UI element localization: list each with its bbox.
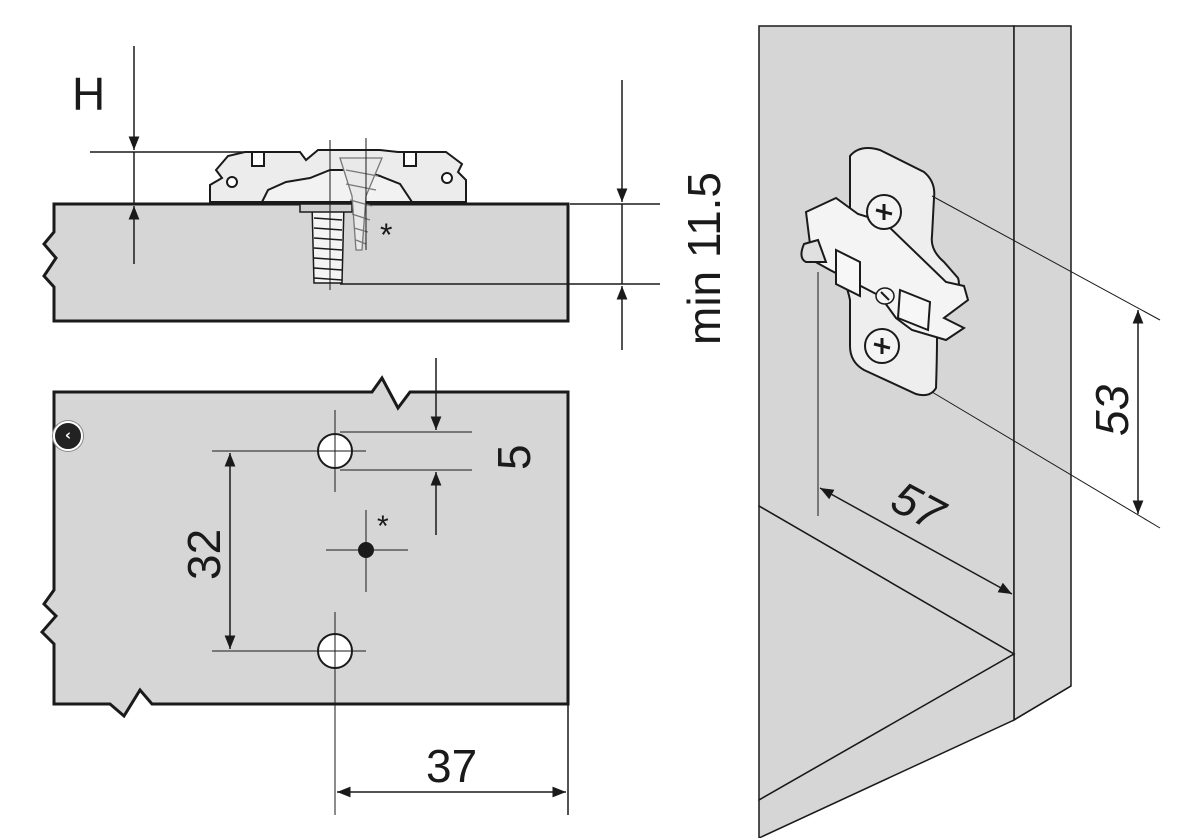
cabinet-front-edge bbox=[1013, 25, 1072, 722]
isometric-cabinet-view: 53 57 bbox=[758, 25, 1161, 838]
spacing-32-label: 32 bbox=[178, 529, 230, 580]
dowel-section bbox=[299, 203, 353, 284]
mounting-plate-3d bbox=[800, 147, 970, 397]
plan-panel-board bbox=[39, 375, 570, 719]
adjust-cam bbox=[875, 287, 895, 305]
min-depth-label: min 11.5 bbox=[678, 172, 730, 345]
mounting-plate-profile bbox=[209, 149, 467, 203]
screw-head-bottom bbox=[864, 328, 900, 364]
distance-37-label: 37 bbox=[426, 740, 477, 792]
side-section-view: H min 11.5 * bbox=[42, 46, 730, 350]
height-53-label: 53 bbox=[1086, 384, 1138, 436]
side-panel-board bbox=[42, 202, 570, 323]
carousel-prev-button[interactable]: ‹ bbox=[53, 421, 83, 451]
plan-view: * 5 32 37 bbox=[39, 358, 570, 815]
screw-hidden bbox=[339, 157, 383, 251]
screw-head-top bbox=[866, 194, 902, 230]
asterisk-plan: * bbox=[377, 510, 389, 543]
asterisk-side: * bbox=[380, 217, 392, 253]
offset-5-label: 5 bbox=[488, 444, 540, 470]
h-label: H bbox=[72, 68, 105, 120]
chevron-left-icon: ‹ bbox=[64, 426, 72, 444]
